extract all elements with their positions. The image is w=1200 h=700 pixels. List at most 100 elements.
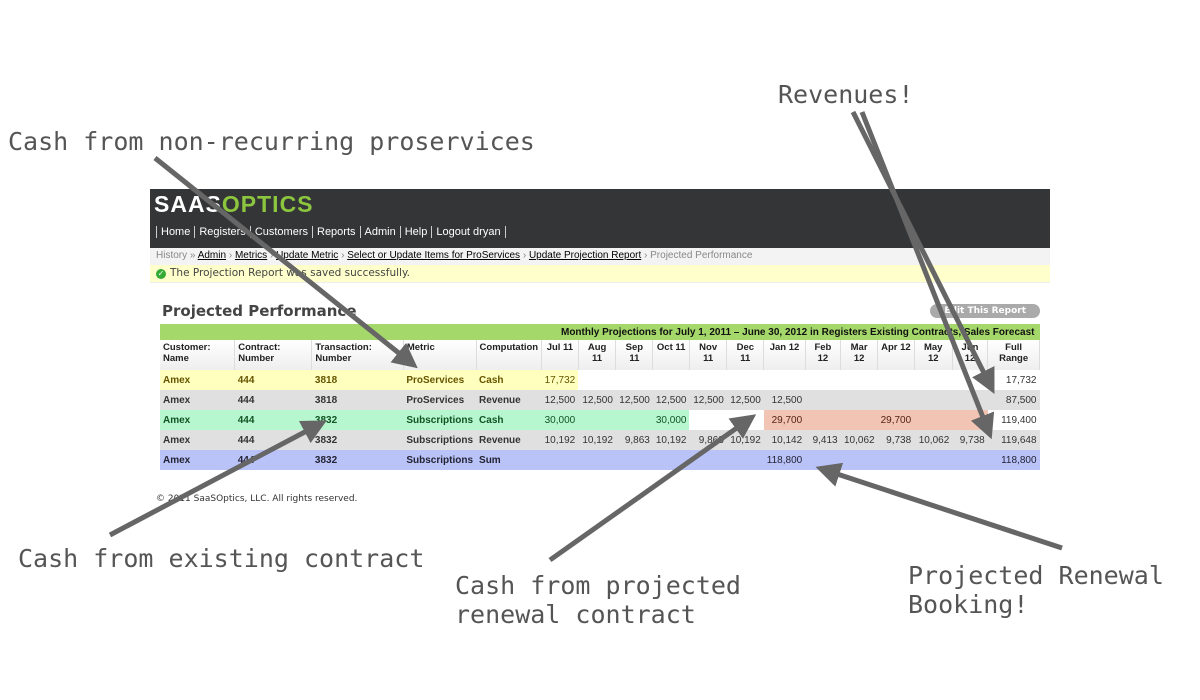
table-cell: 444 (234, 410, 312, 430)
column-header[interactable]: Mar 12 (840, 340, 879, 370)
table-cell (914, 410, 953, 430)
table-cell (877, 450, 915, 470)
table-cell: 12,500 (541, 390, 579, 410)
nav-registers[interactable]: Registers (194, 226, 249, 238)
annotation-proservices: Cash from non-recurring proservices (8, 127, 535, 156)
table-cell: 10,192 (652, 430, 690, 450)
arrow-revenue-1 (850, 110, 995, 394)
table-cell (877, 390, 915, 410)
saasoptics-app: SAASOPTICS Home Registers Customers Repo… (150, 189, 1050, 504)
table-cell (615, 410, 653, 430)
table-cell: Amex (160, 390, 235, 410)
page-title: Projected Performance (162, 302, 357, 320)
table-cell: 119,400 (1001, 414, 1037, 426)
nav-admin[interactable]: Admin (359, 226, 400, 238)
table-cell: 9,863 (689, 430, 727, 450)
crumb-admin[interactable]: Admin (197, 250, 227, 261)
table-cell: Amex (160, 370, 235, 390)
table-cell: 3832 (311, 410, 404, 430)
column-header[interactable]: Feb 12 (805, 340, 842, 370)
table-cell (914, 390, 953, 410)
annotation-revenues: Revenues! (778, 80, 914, 109)
nav-home[interactable]: Home (156, 226, 194, 238)
column-header[interactable]: Transaction: Number (311, 340, 404, 370)
annotation-existing: Cash from existing contract (18, 544, 425, 573)
footer: © 2011 SaaSOptics, LLC. All rights reser… (156, 494, 358, 504)
annotation-renewal: Cash from projected renewal contract (455, 571, 741, 629)
projection-table: Monthly Projections for July 1, 2011 – J… (160, 324, 1040, 470)
edit-report-button[interactable]: Edit This Report (930, 304, 1040, 318)
breadcrumb: History » Admin › Metrics › Update Metri… (150, 248, 1050, 265)
crumb-update-metric[interactable]: Update Metric (276, 250, 339, 261)
table-cell: 12,500 (615, 390, 653, 410)
table-cell: Amex (160, 410, 235, 430)
table-cell: Amex (160, 450, 235, 470)
table-cell: 3818 (311, 370, 404, 390)
table-cell: 12,500 (652, 390, 690, 410)
column-header[interactable]: Apr 12 (877, 340, 915, 370)
table-cell: Revenue (476, 390, 542, 410)
table-cell: 29,700 (877, 410, 915, 430)
column-header[interactable]: Contract: Number (234, 340, 313, 370)
table-cell: 9,413 (805, 430, 841, 450)
table-cell: Sum (476, 450, 542, 470)
table-cell (840, 390, 878, 410)
table-cell: Amex (160, 430, 235, 450)
nav-logout[interactable]: Logout dryan (431, 226, 506, 238)
arrow-existing (108, 420, 327, 538)
table-cell (840, 410, 878, 430)
table-cell: 10,062 (914, 430, 953, 450)
table-cell (578, 450, 616, 470)
column-header[interactable]: Computation (476, 340, 543, 370)
table-cell: 9,863 (615, 430, 653, 450)
table-cell (541, 450, 579, 470)
table-cell: Cash (476, 370, 542, 390)
table-cell (805, 390, 841, 410)
nav-reports[interactable]: Reports (312, 226, 360, 238)
table-cell (805, 410, 841, 430)
column-header[interactable]: Jan 12 (763, 340, 806, 370)
table-cell (578, 410, 616, 430)
success-message: ✓The Projection Report was saved success… (150, 265, 1050, 283)
crumb-current: Projected Performance (650, 250, 753, 261)
annotation-booking: Projected Renewal Booking! (908, 561, 1164, 619)
table-cell: Revenue (476, 430, 542, 450)
table-cell: 444 (234, 450, 312, 470)
crumb-select-items[interactable]: Select or Update Items for ProServices (347, 250, 521, 261)
table-cell: 30,000 (541, 410, 579, 430)
column-header[interactable]: May 12 (914, 340, 953, 370)
table-cell: 10,142 (763, 430, 806, 450)
crumb-update-projection[interactable]: Update Projection Report (528, 250, 642, 261)
table-cell: 12,500 (726, 390, 764, 410)
table-cell: 10,192 (578, 430, 616, 450)
column-header[interactable]: Oct 11 (652, 340, 690, 370)
column-header[interactable]: Full Range (987, 340, 1040, 370)
table-cell (615, 450, 653, 470)
table-cell: 17,732 (541, 370, 579, 390)
table-cell: ProServices (403, 390, 477, 410)
column-header[interactable]: Sep 11 (615, 340, 654, 370)
crumb-metrics[interactable]: Metrics (234, 250, 268, 261)
table-cell: Subscriptions (403, 410, 477, 430)
main-nav: Home Registers Customers Reports Admin H… (156, 226, 506, 238)
table-cell (726, 450, 764, 470)
column-header[interactable]: Aug 11 (578, 340, 617, 370)
table-cell: 119,648 (987, 430, 1040, 450)
column-header[interactable]: Nov 11 (689, 340, 728, 370)
column-header[interactable]: Jul 11 (541, 340, 579, 370)
check-icon: ✓ (156, 269, 166, 279)
column-header[interactable]: Dec 11 (726, 340, 765, 370)
table-cell: 444 (234, 390, 312, 410)
arrow-revenue-2 (859, 111, 995, 440)
table-cell: 9,738 (877, 430, 915, 450)
column-header[interactable]: Customer: Name (160, 340, 236, 370)
table-cell: 118,800 (763, 450, 806, 470)
nav-help[interactable]: Help (399, 226, 432, 238)
table-cell: 12,500 (578, 390, 616, 410)
arrow-booking (815, 462, 1063, 551)
table-cell: Subscriptions (403, 430, 477, 450)
